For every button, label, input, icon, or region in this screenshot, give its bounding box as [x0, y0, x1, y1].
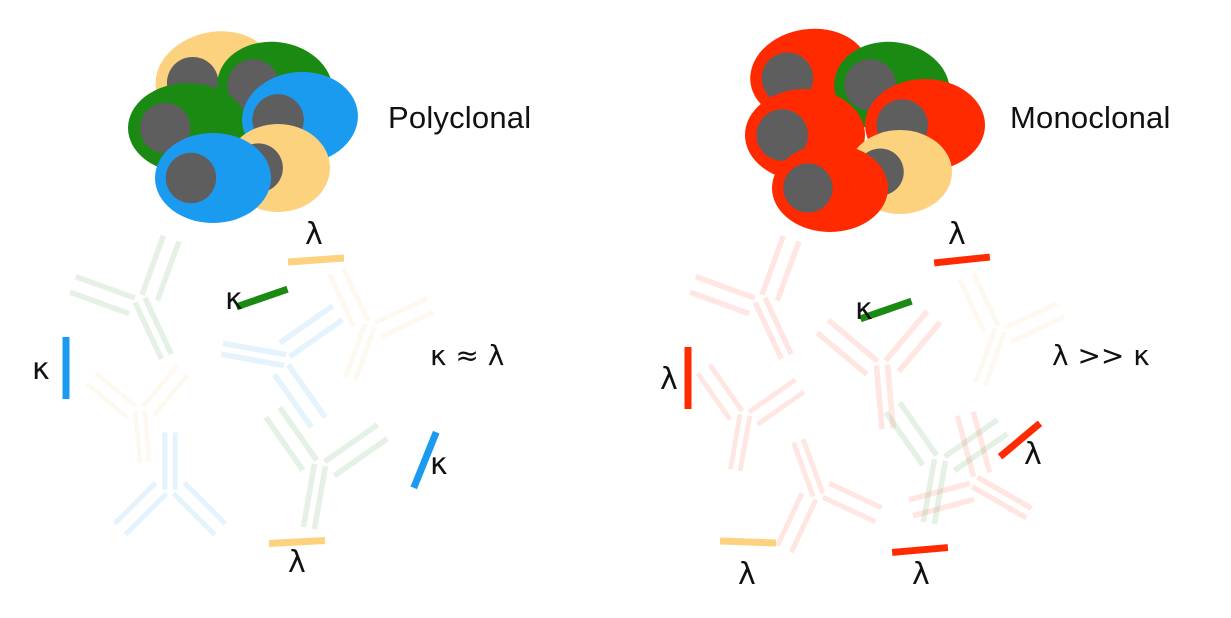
- free-light-chain: [891, 544, 949, 556]
- chain-label: κ: [855, 292, 873, 327]
- antibody: [775, 438, 883, 554]
- free-light-chains-layer: [62, 253, 1043, 556]
- antibody: [69, 234, 182, 361]
- free-light-chain: [933, 253, 991, 267]
- free-light-chain: [287, 254, 345, 266]
- antibody: [908, 410, 1034, 521]
- ratio-label-monoclonal: λ >> κ: [1052, 339, 1150, 372]
- chain-label: λ: [305, 217, 323, 252]
- chain-label: λ: [912, 557, 930, 592]
- antibody: [815, 309, 943, 430]
- chain-label: λ: [948, 217, 966, 252]
- free-light-chain: [859, 297, 913, 323]
- antibody: [85, 364, 190, 464]
- free-light-chain: [268, 537, 326, 547]
- antibody: [327, 266, 435, 382]
- antibody: [263, 405, 389, 530]
- ratio-label-polyclonal: κ ≈ λ: [430, 339, 505, 372]
- antibody: [220, 303, 345, 429]
- chain-label: κ: [430, 447, 448, 482]
- chain-label: λ: [660, 362, 678, 397]
- antibody: [689, 234, 802, 361]
- antibodies-layer: [69, 234, 1065, 554]
- antibody: [957, 271, 1065, 387]
- chain-label: λ: [738, 557, 756, 592]
- chain-label: κ: [225, 282, 243, 317]
- antibody: [695, 363, 806, 472]
- free-light-chain: [997, 420, 1043, 460]
- free-light-chain: [719, 537, 777, 547]
- nucleus: [756, 109, 808, 161]
- panel-title-polyclonal: Polyclonal: [388, 100, 532, 135]
- nucleus: [165, 152, 217, 204]
- antibody: [112, 432, 228, 537]
- nucleus: [140, 102, 191, 154]
- free-light-chain: [235, 285, 289, 311]
- chain-label: λ: [1024, 437, 1042, 472]
- plasma-cell: [772, 144, 888, 232]
- chain-label: κ: [32, 352, 50, 387]
- panel-title-monoclonal: Monoclonal: [1010, 100, 1171, 135]
- cells-layer: [128, 28, 985, 232]
- plasma-cell: [155, 133, 271, 223]
- antibody: [883, 400, 1009, 525]
- nucleus: [783, 163, 833, 213]
- free-light-chain: [410, 430, 440, 490]
- chain-label: λ: [288, 545, 306, 580]
